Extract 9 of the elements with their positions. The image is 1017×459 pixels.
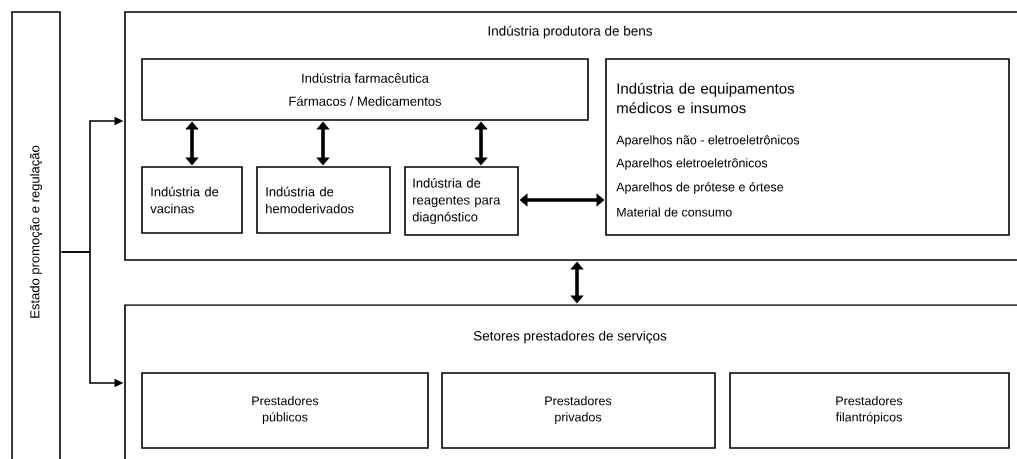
process-box: Indústria de equipamentos médicos e insumos Aparelhos não - eletroeletrônicos Aparelhos eletroeletrônicos Aparelhos de prótese e órtese Material de consumo: [605, 58, 1010, 236]
process-box: Prestadores públicos: [141, 372, 429, 449]
process-box: Indústria de hemoderivados: [256, 166, 391, 234]
side-panel: Estado promoção e regulação: [11, 11, 61, 459]
process-box: Indústria de reagentes para diagnóstico: [404, 166, 519, 236]
process-box: Prestadores filantrópicos: [729, 372, 1010, 449]
process-box: Indústria de vacinas: [141, 166, 243, 234]
process-box: Prestadores privados: [441, 372, 716, 449]
process-box: Indústria farmacêutica Fármacos / Medicamentos: [141, 58, 589, 121]
